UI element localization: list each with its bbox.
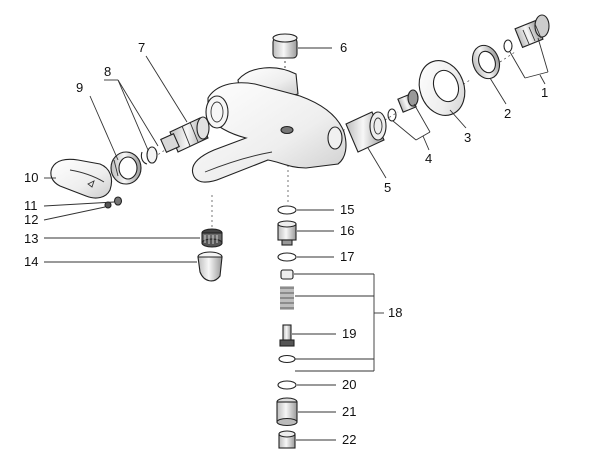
part-19-stem — [279, 324, 295, 347]
callout-15: 15 — [340, 202, 354, 217]
callout-14: 14 — [24, 254, 38, 269]
part-10-lever — [50, 158, 113, 199]
callout-6: 6 — [340, 40, 347, 55]
part-7-cartridge — [160, 116, 210, 153]
callout-5: 5 — [384, 180, 391, 195]
callout-7: 7 — [138, 40, 145, 55]
callout-17: 17 — [340, 249, 354, 264]
part-1-eccentric-union — [503, 14, 550, 53]
callout-labels: 6 7 8 9 10 11 12 13 14 15 16 17 18 19 20… — [24, 40, 548, 447]
part-16-valve — [277, 220, 297, 246]
callout-19: 19 — [342, 326, 356, 341]
part-13-diverter-gear — [201, 228, 223, 248]
part-9-nut — [110, 151, 142, 185]
callout-1: 1 — [541, 85, 548, 100]
part-21-housing — [276, 397, 298, 427]
callout-12: 12 — [24, 212, 38, 227]
callout-10: 10 — [24, 170, 38, 185]
part-5-adapter — [345, 111, 387, 153]
callout-13: 13 — [24, 231, 38, 246]
callout-18: 18 — [388, 305, 402, 320]
leader-lines — [43, 37, 549, 441]
callout-11: 11 — [24, 198, 38, 213]
callout-4: 4 — [425, 151, 432, 166]
part-22-nozzle — [278, 430, 296, 449]
part-18-spring-set — [278, 269, 296, 364]
part-2-ring — [471, 44, 501, 80]
callout-8: 8 — [104, 64, 111, 79]
faucet-body — [191, 67, 347, 183]
callout-16: 16 — [340, 223, 354, 238]
part-15-o-ring — [277, 205, 297, 215]
callout-2: 2 — [504, 106, 511, 121]
part-17-o-ring — [277, 252, 297, 262]
callout-20: 20 — [342, 377, 356, 392]
part-20-o-ring — [277, 380, 297, 390]
callout-3: 3 — [464, 130, 471, 145]
part-3-escutcheon — [418, 60, 466, 116]
part-14-diverter-knob — [197, 251, 223, 282]
callout-9: 9 — [76, 80, 83, 95]
part-4-connector — [387, 89, 419, 122]
callout-21: 21 — [342, 404, 356, 419]
callout-22: 22 — [342, 432, 356, 447]
part-8-clip-set — [140, 146, 158, 165]
part-11-screw — [113, 196, 123, 206]
